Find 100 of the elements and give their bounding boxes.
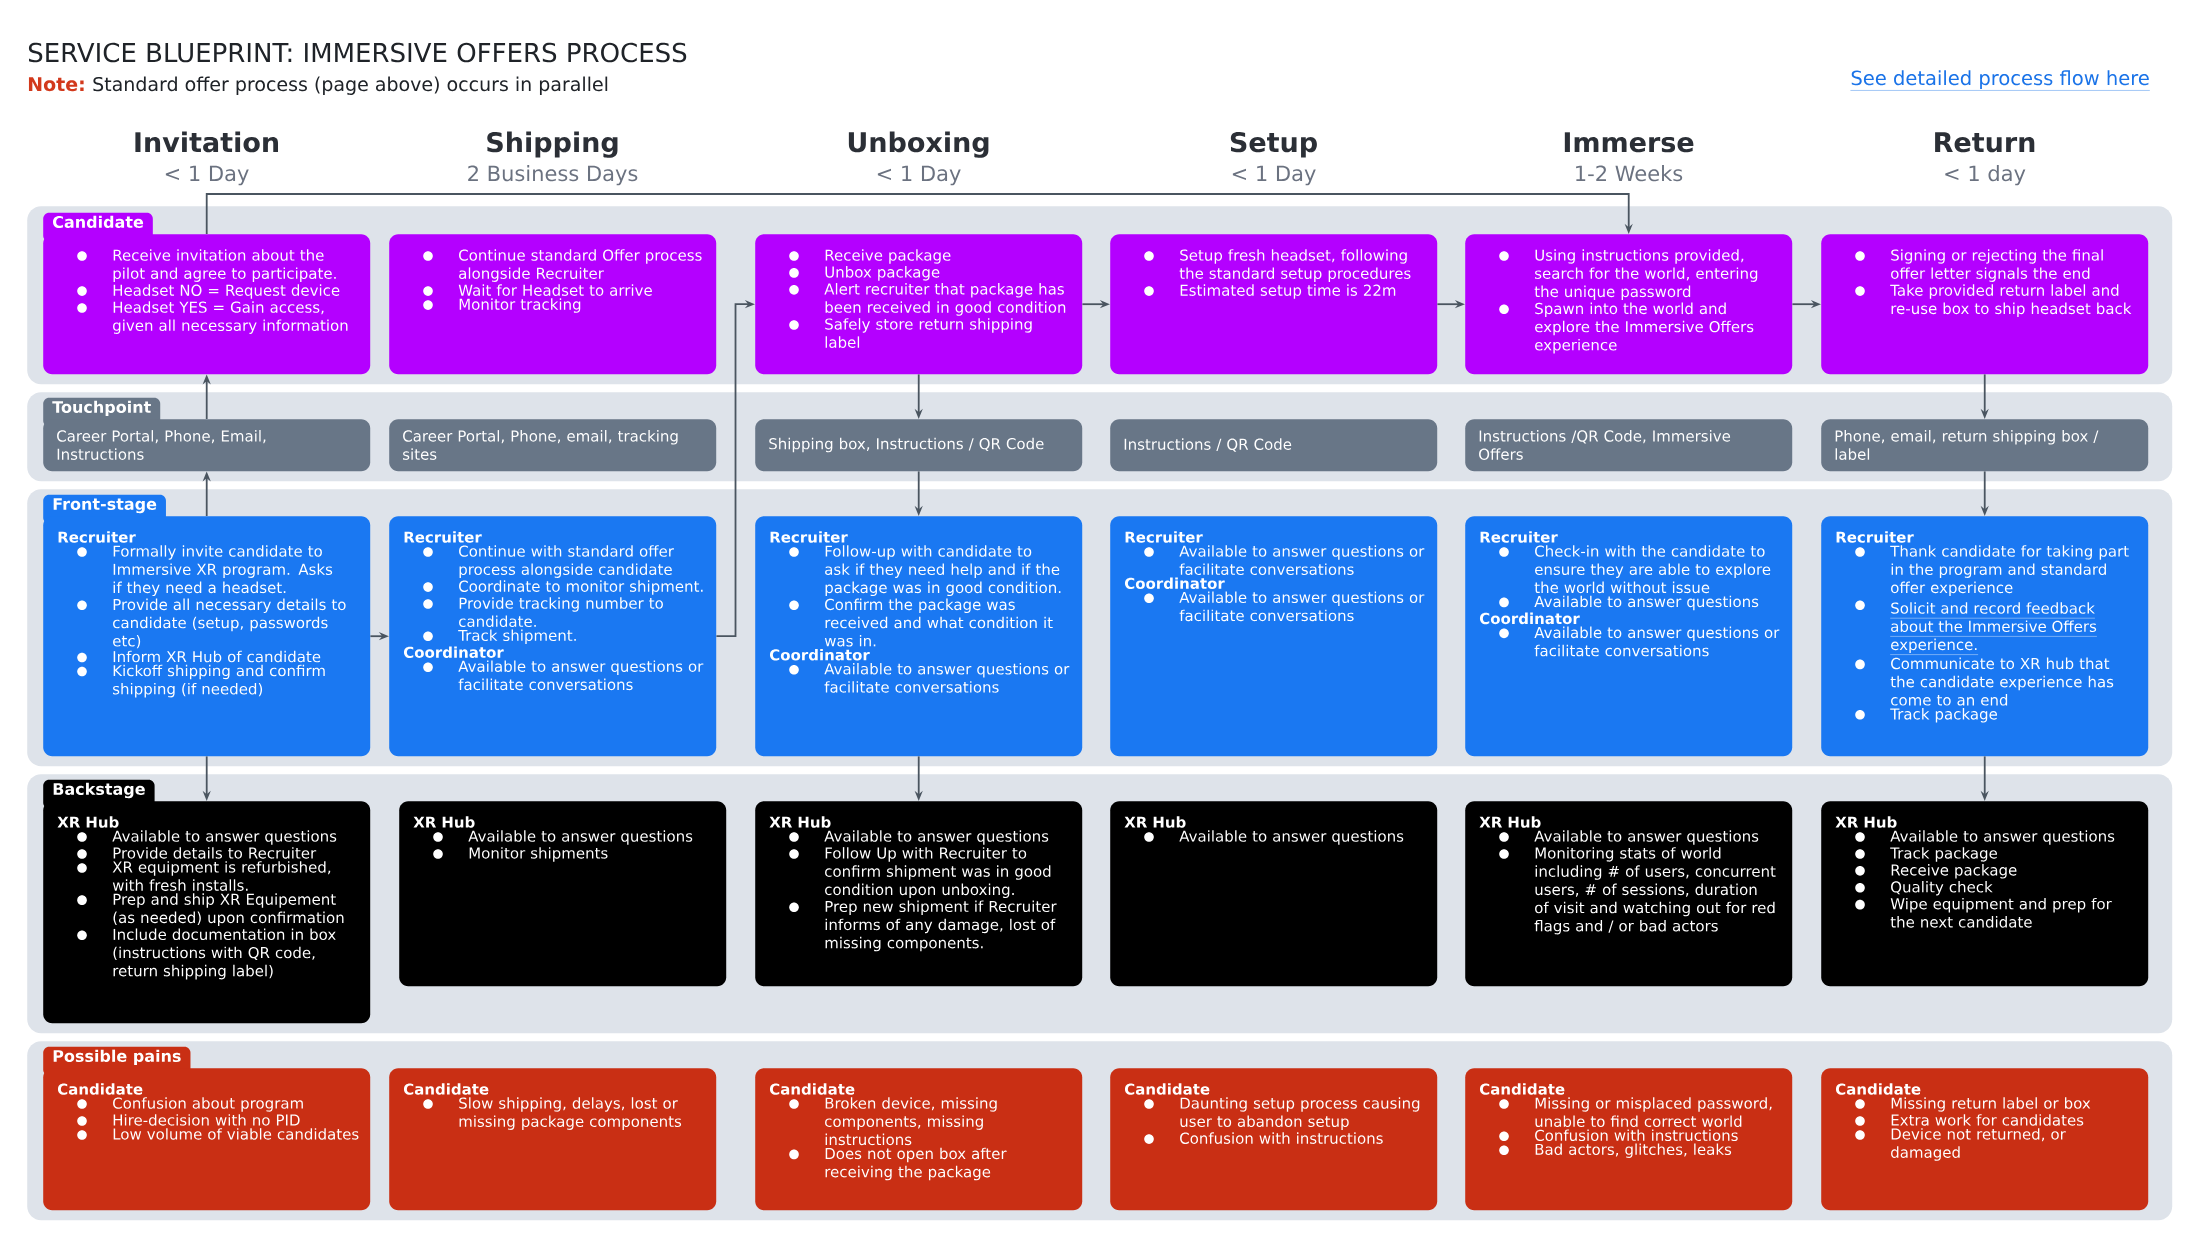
- bullet-text: Check-in with the candidate to ensure they are able to explore the world without issue: [1534, 545, 1771, 594]
- process-card: [1821, 801, 2149, 987]
- bullet-text: Follow Up with Recruiter to confirm shipment was in good condition upon unboxing.: [825, 847, 1051, 899]
- bullet-text: Include documentation in box (instructions with QR code, return shipping label): [113, 928, 336, 980]
- bullet-text: Headset NO = Request device: [113, 284, 340, 299]
- process-card: [43, 801, 371, 1024]
- role-heading: Coordinator: [403, 646, 504, 658]
- column-heading: Setup: [1230, 131, 1317, 158]
- bullet-text: Coordinate to monitor shipment.: [459, 580, 703, 595]
- touchpoint-card: [389, 419, 717, 472]
- touchpoint-text: Career Portal, Phone, email, tracking sites: [403, 430, 678, 460]
- touchpoint-card: [1110, 419, 1438, 472]
- duration-label: 2 Business Days: [468, 165, 638, 186]
- feedback-link: Solicit and record feedback about the Immersive Offers experience.: [1890, 602, 2098, 655]
- duration-label: < 1 day: [1945, 165, 2026, 186]
- bullet-text: Bad actors, glitches, leaks: [1535, 1143, 1732, 1158]
- bullet-text: Track package: [1890, 847, 1997, 862]
- touchpoint-card: [1465, 419, 1793, 472]
- role-heading: Candidate: [1479, 1083, 1565, 1095]
- role-heading: Recruiter: [1480, 531, 1558, 543]
- bullet-text: Take provided return label and re-use box to ship headset back: [1890, 284, 2132, 318]
- bullet-text: Provide details to Recruiter: [113, 847, 317, 859]
- bullet-text: Available to answer questions or facilitate conversations: [458, 660, 704, 691]
- process-card: [755, 801, 1083, 987]
- bullet-text: Inform XR Hub of candidate: [113, 650, 321, 663]
- bullet-text: Available to answer questions: [1890, 830, 2115, 845]
- bullet-text: Track package: [1890, 708, 1997, 723]
- bullet-text: Estimated setup time is 22m: [1180, 284, 1396, 299]
- bullet-text: Extra work for candidates: [1891, 1114, 2084, 1126]
- column-heading: Return: [1935, 132, 2035, 153]
- bullet-text: Slow shipping, delays, lost or missing package components: [459, 1097, 682, 1130]
- duration-label: < 1 Day: [877, 165, 961, 186]
- bullet-text: Does not open box after receiving the package: [825, 1147, 1007, 1181]
- role-heading: Candidate: [57, 1083, 143, 1095]
- bullet-text: Prep new shipment if Recruiter informs of any damage, lost of missing components.: [825, 900, 1057, 952]
- process-card: [1465, 516, 1793, 757]
- bullet-text: Broken device, missing components, missing instructions: [825, 1097, 997, 1146]
- column-heading: Unboxing: [848, 131, 989, 158]
- bullet-text: Device not returned, or damaged: [1891, 1128, 2066, 1161]
- bullet-text: Monitoring stats of world including # of users, concurrent users, # of sessions, duration of visit and watching out for red flags and / or bad actors: [1534, 847, 1776, 935]
- touchpoint-text: Instructions /QR Code, Immersive Offers: [1479, 430, 1731, 460]
- duration-label: 1-2 Weeks: [1576, 165, 1683, 182]
- bullet-text: XR equipment is refurbished, with fresh installs.: [112, 861, 331, 891]
- bullet-text: Receive package: [1891, 864, 2017, 879]
- bullet-text: Spawn into the world and explore the Immersive Offers experience: [1535, 302, 1754, 354]
- process-card: [1821, 1068, 2149, 1211]
- touchpoint-text: Shipping box, Instructions / QR Code: [769, 437, 1044, 453]
- bullet-text: Confirm the package was received and what condition it was in.: [824, 598, 1053, 647]
- role-heading: Candidate: [1124, 1083, 1210, 1095]
- process-card: [389, 516, 717, 757]
- bullet-text: Receive package: [825, 249, 951, 264]
- bullet-text: Available to answer questions or facilitate conversations: [824, 662, 1070, 693]
- touchpoint-text: Phone, email, return shipping box / label: [1835, 430, 2099, 460]
- process-card: [43, 516, 371, 757]
- bullet-text: Safely store return shipping label: [825, 318, 1032, 348]
- process-card: [43, 1068, 371, 1211]
- role-heading: Recruiter: [1836, 531, 1914, 543]
- process-card: [1821, 516, 2149, 757]
- bullet-text: Confusion with instructions: [1180, 1132, 1383, 1144]
- role-heading: Candidate: [769, 1083, 855, 1095]
- column-heading: Immerse: [1564, 132, 1694, 153]
- process-card: [1110, 1068, 1438, 1211]
- bullet-text: Available to answer questions or facilitate conversations: [1179, 591, 1425, 622]
- bullet-text: Monitor shipments: [469, 847, 608, 862]
- bullet-text: Formally invite candidate to Immersive XR program. Asks if they need a headset.: [113, 545, 333, 597]
- bullet-text: Using instructions provided, search for the world, entering the unique password: [1534, 249, 1758, 301]
- process-card: [1465, 234, 1793, 375]
- bullet-text: Monitor tracking: [459, 298, 581, 313]
- role-heading: XR Hub: [1835, 816, 1897, 828]
- bullet-text: Daunting setup process causing user to abandon setup: [1180, 1097, 1420, 1130]
- role-heading: XR Hub: [1479, 816, 1541, 828]
- bullet-text: Continue with standard offer process alongside candidate: [459, 545, 674, 578]
- touchpoint-text: Career Portal, Phone, Email, Instructions: [57, 430, 266, 460]
- process-card: [1110, 234, 1438, 375]
- role-heading: Recruiter: [770, 531, 848, 543]
- bullet-text: Available to answer questions: [1534, 830, 1759, 845]
- bullet-text: Missing return label or box: [1891, 1097, 2091, 1112]
- role-heading: Candidate: [1835, 1083, 1921, 1095]
- duration-label: < 1 Day: [1232, 165, 1316, 186]
- bullet-text: Missing or misplaced password, unable to find correct world: [1535, 1097, 1772, 1127]
- role-heading: Coordinator: [1479, 612, 1580, 625]
- bullet-text: Headset YES = Gain access, given all necessary information: [113, 301, 348, 334]
- title: SERVICE BLUEPRINT: IMMERSIVE OFFERS PROCESS: [28, 42, 687, 63]
- role-heading: Recruiter: [58, 531, 136, 543]
- role-heading: XR Hub: [1124, 816, 1186, 828]
- process-card: [755, 516, 1083, 757]
- bullet-text: Track shipment.: [458, 629, 576, 644]
- bullet-text: Communicate to XR hub that the candidate experience has come to an end: [1890, 657, 2114, 706]
- bullet-text: Receive invitation about the pilot and agree to participate.: [113, 249, 336, 282]
- process-card: [43, 234, 371, 375]
- role-heading: Recruiter: [1125, 531, 1203, 543]
- duration-label: < 1 Day: [165, 165, 249, 186]
- bullet-text: Prep and ship XR Equipement (as needed) upon confirmation: [113, 893, 344, 927]
- role-heading: Candidate: [403, 1083, 489, 1095]
- bullet-text: Provide tracking number to candidate.: [459, 597, 663, 628]
- bullet-text: Available to answer questions: [1179, 830, 1404, 845]
- bullet-text: Wait for Headset to arrive: [458, 284, 652, 296]
- process-card: [1110, 516, 1438, 757]
- process-card: [1821, 234, 2149, 375]
- note-text: Standard offer process (page above) occurs in parallel: [93, 76, 608, 95]
